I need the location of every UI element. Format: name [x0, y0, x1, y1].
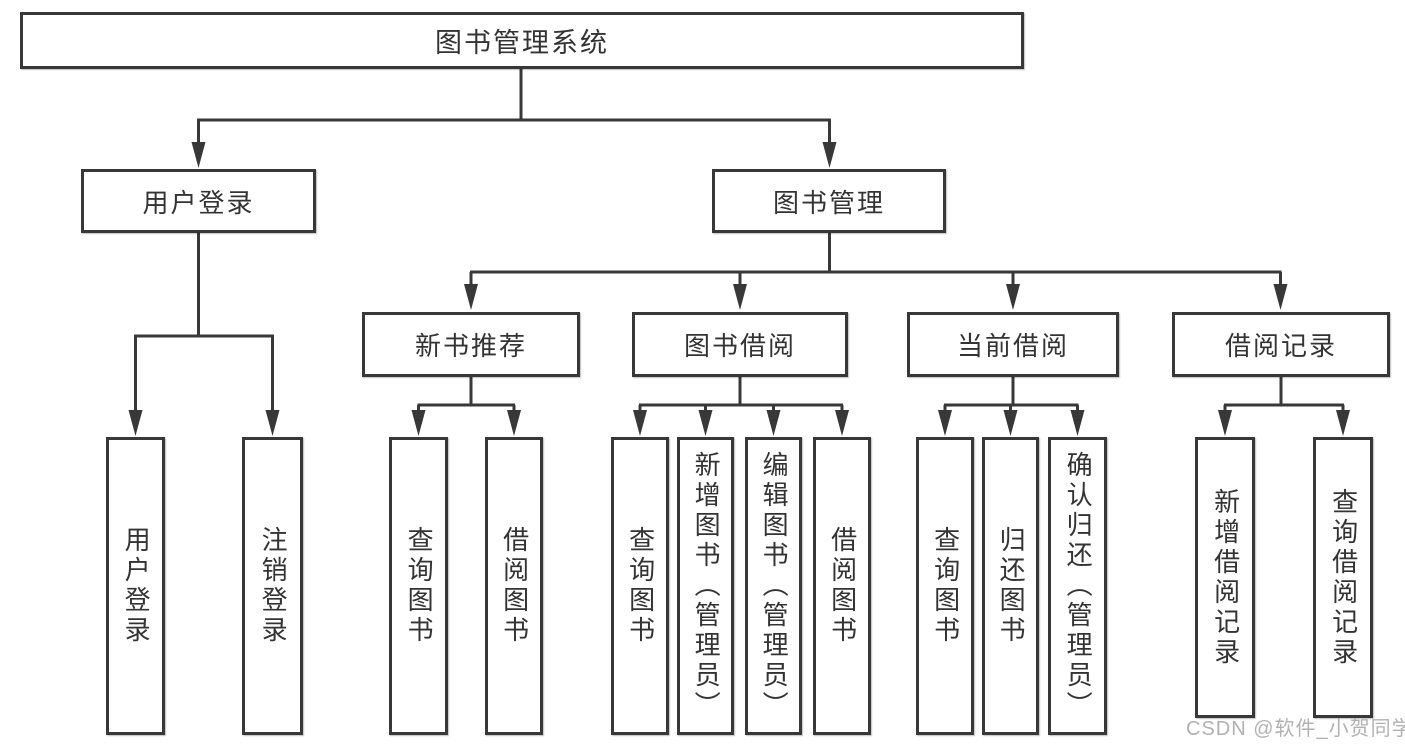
node-borrow-records-label: 借阅记录 — [1224, 331, 1337, 361]
node-book-borrow: 图书借阅 — [632, 312, 848, 377]
leaf-borrow-books-recommend: 借阅图书 — [485, 437, 543, 735]
node-user-login: 用户登录 — [81, 169, 316, 233]
leaf-confirm-return-admin: 确认归还（管理员） — [1048, 437, 1107, 735]
watermark-text: CSDN @软件_小贺同学 — [1186, 718, 1405, 740]
leaf-logout: 注销登录 — [242, 437, 303, 735]
leaf-query-books-borrow-label: 查询图书 — [625, 526, 656, 646]
node-book-borrow-label: 图书借阅 — [683, 331, 796, 361]
node-new-book-recommend-label: 新书推荐 — [414, 331, 527, 361]
leaf-user-login: 用户登录 — [106, 437, 165, 735]
leaf-query-borrow-record-label: 查询借阅记录 — [1328, 487, 1359, 668]
node-current-borrow-label: 当前借阅 — [956, 331, 1069, 361]
node-new-book-recommend: 新书推荐 — [362, 312, 580, 377]
leaf-borrow-books-recommend-label: 借阅图书 — [499, 526, 530, 646]
node-book-management: 图书管理 — [712, 169, 946, 233]
node-root: 图书管理系统 — [20, 12, 1024, 69]
leaf-edit-book-admin-label: 编辑图书（管理员） — [759, 451, 790, 721]
leaf-logout-label: 注销登录 — [258, 526, 289, 646]
arrowheads — [128, 142, 1350, 436]
leaf-query-books-recommend: 查询图书 — [389, 437, 448, 735]
node-root-label: 图书管理系统 — [435, 28, 609, 58]
leaf-borrow-books: 借阅图书 — [813, 437, 871, 735]
leaf-add-book-admin-label: 新增图书（管理员） — [691, 451, 722, 721]
leaf-return-book: 归还图书 — [982, 437, 1039, 735]
leaf-confirm-return-admin-label: 确认归还（管理员） — [1063, 451, 1094, 721]
leaf-add-book-admin: 新增图书（管理员） — [677, 437, 734, 735]
node-current-borrow: 当前借阅 — [907, 312, 1119, 377]
leaf-query-books-recommend-label: 查询图书 — [404, 526, 435, 646]
leaf-return-book-label: 归还图书 — [996, 526, 1027, 646]
node-user-login-label: 用户登录 — [142, 187, 255, 218]
leaf-user-login-label: 用户登录 — [121, 526, 152, 646]
leaf-query-books-current: 查询图书 — [916, 437, 974, 735]
leaf-borrow-books-label: 借阅图书 — [827, 526, 858, 646]
leaf-add-borrow-record-label: 新增借阅记录 — [1210, 487, 1241, 668]
node-book-management-label: 图书管理 — [772, 187, 885, 218]
leaf-query-borrow-record: 查询借阅记录 — [1313, 437, 1373, 718]
leaf-query-books-current-label: 查询图书 — [930, 526, 961, 646]
node-borrow-records: 借阅记录 — [1172, 312, 1390, 377]
leaf-edit-book-admin: 编辑图书（管理员） — [745, 437, 802, 735]
leaf-add-borrow-record: 新增借阅记录 — [1195, 437, 1255, 718]
leaf-query-books-borrow: 查询图书 — [611, 437, 669, 735]
